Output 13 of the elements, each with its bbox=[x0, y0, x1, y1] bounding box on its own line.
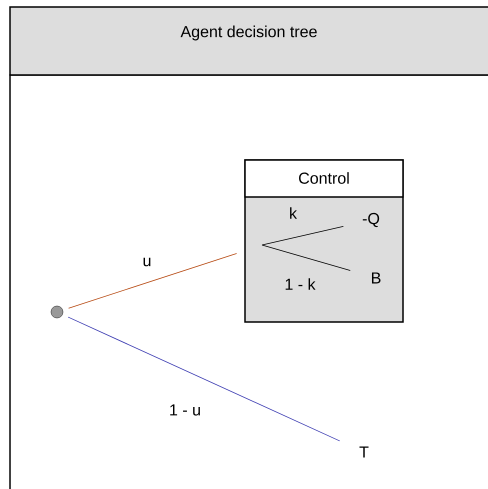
branch-line bbox=[68, 253, 238, 309]
outcome-label: -Q bbox=[362, 212, 380, 228]
title-bar: Agent decision tree bbox=[9, 6, 488, 76]
edge-label: k bbox=[288, 206, 298, 220]
branch-line bbox=[262, 244, 351, 271]
branch-line bbox=[68, 316, 340, 442]
outcome-label: B bbox=[372, 272, 380, 284]
node-circle bbox=[50, 306, 64, 318]
outcome-label: T bbox=[359, 446, 369, 458]
edge-label: 1 - k bbox=[283, 277, 317, 291]
edge-label: u bbox=[142, 256, 152, 268]
branch-line bbox=[262, 226, 344, 246]
edge-label: 1 - u bbox=[168, 403, 202, 417]
